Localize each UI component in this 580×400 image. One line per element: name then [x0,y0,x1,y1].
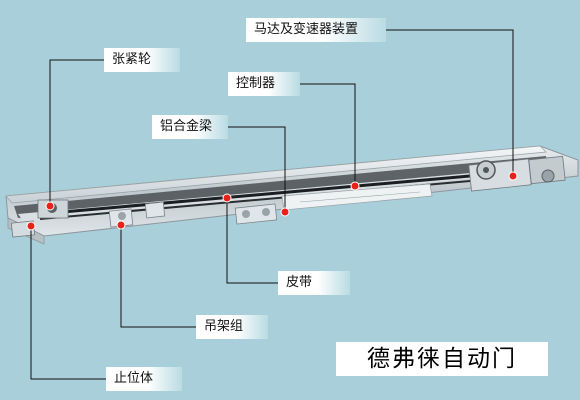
point-motor [508,171,518,181]
point-tensioner [45,201,55,211]
label-controller: 控制器 [228,72,300,96]
point-stopper [26,221,36,231]
leader-beam [228,126,286,212]
brand-title: 德弗徕自动门 [336,342,548,376]
controller-box [281,183,433,211]
hanger-assembly-2 [144,201,166,219]
hanger-assembly-3 [234,203,278,225]
motor-gearbox [468,155,566,192]
leader-belt [226,199,278,284]
point-beam [280,207,290,217]
label-belt: 皮带 [278,271,350,295]
leader-hanger [120,225,196,328]
label-stopper: 止位体 [106,367,182,391]
leader-tensioner [49,59,104,205]
point-belt [222,193,232,203]
point-controller [350,181,360,191]
leader-stopper [30,226,106,380]
hanger-assembly-1 [108,208,134,228]
leader-controller [299,83,356,186]
point-hanger [116,220,126,230]
label-hanger: 吊架组 [196,315,268,339]
label-motor: 马达及变速器装置 [246,18,386,42]
label-tensioner: 张紧轮 [104,48,180,72]
label-beam: 铝合金梁 [152,115,228,139]
